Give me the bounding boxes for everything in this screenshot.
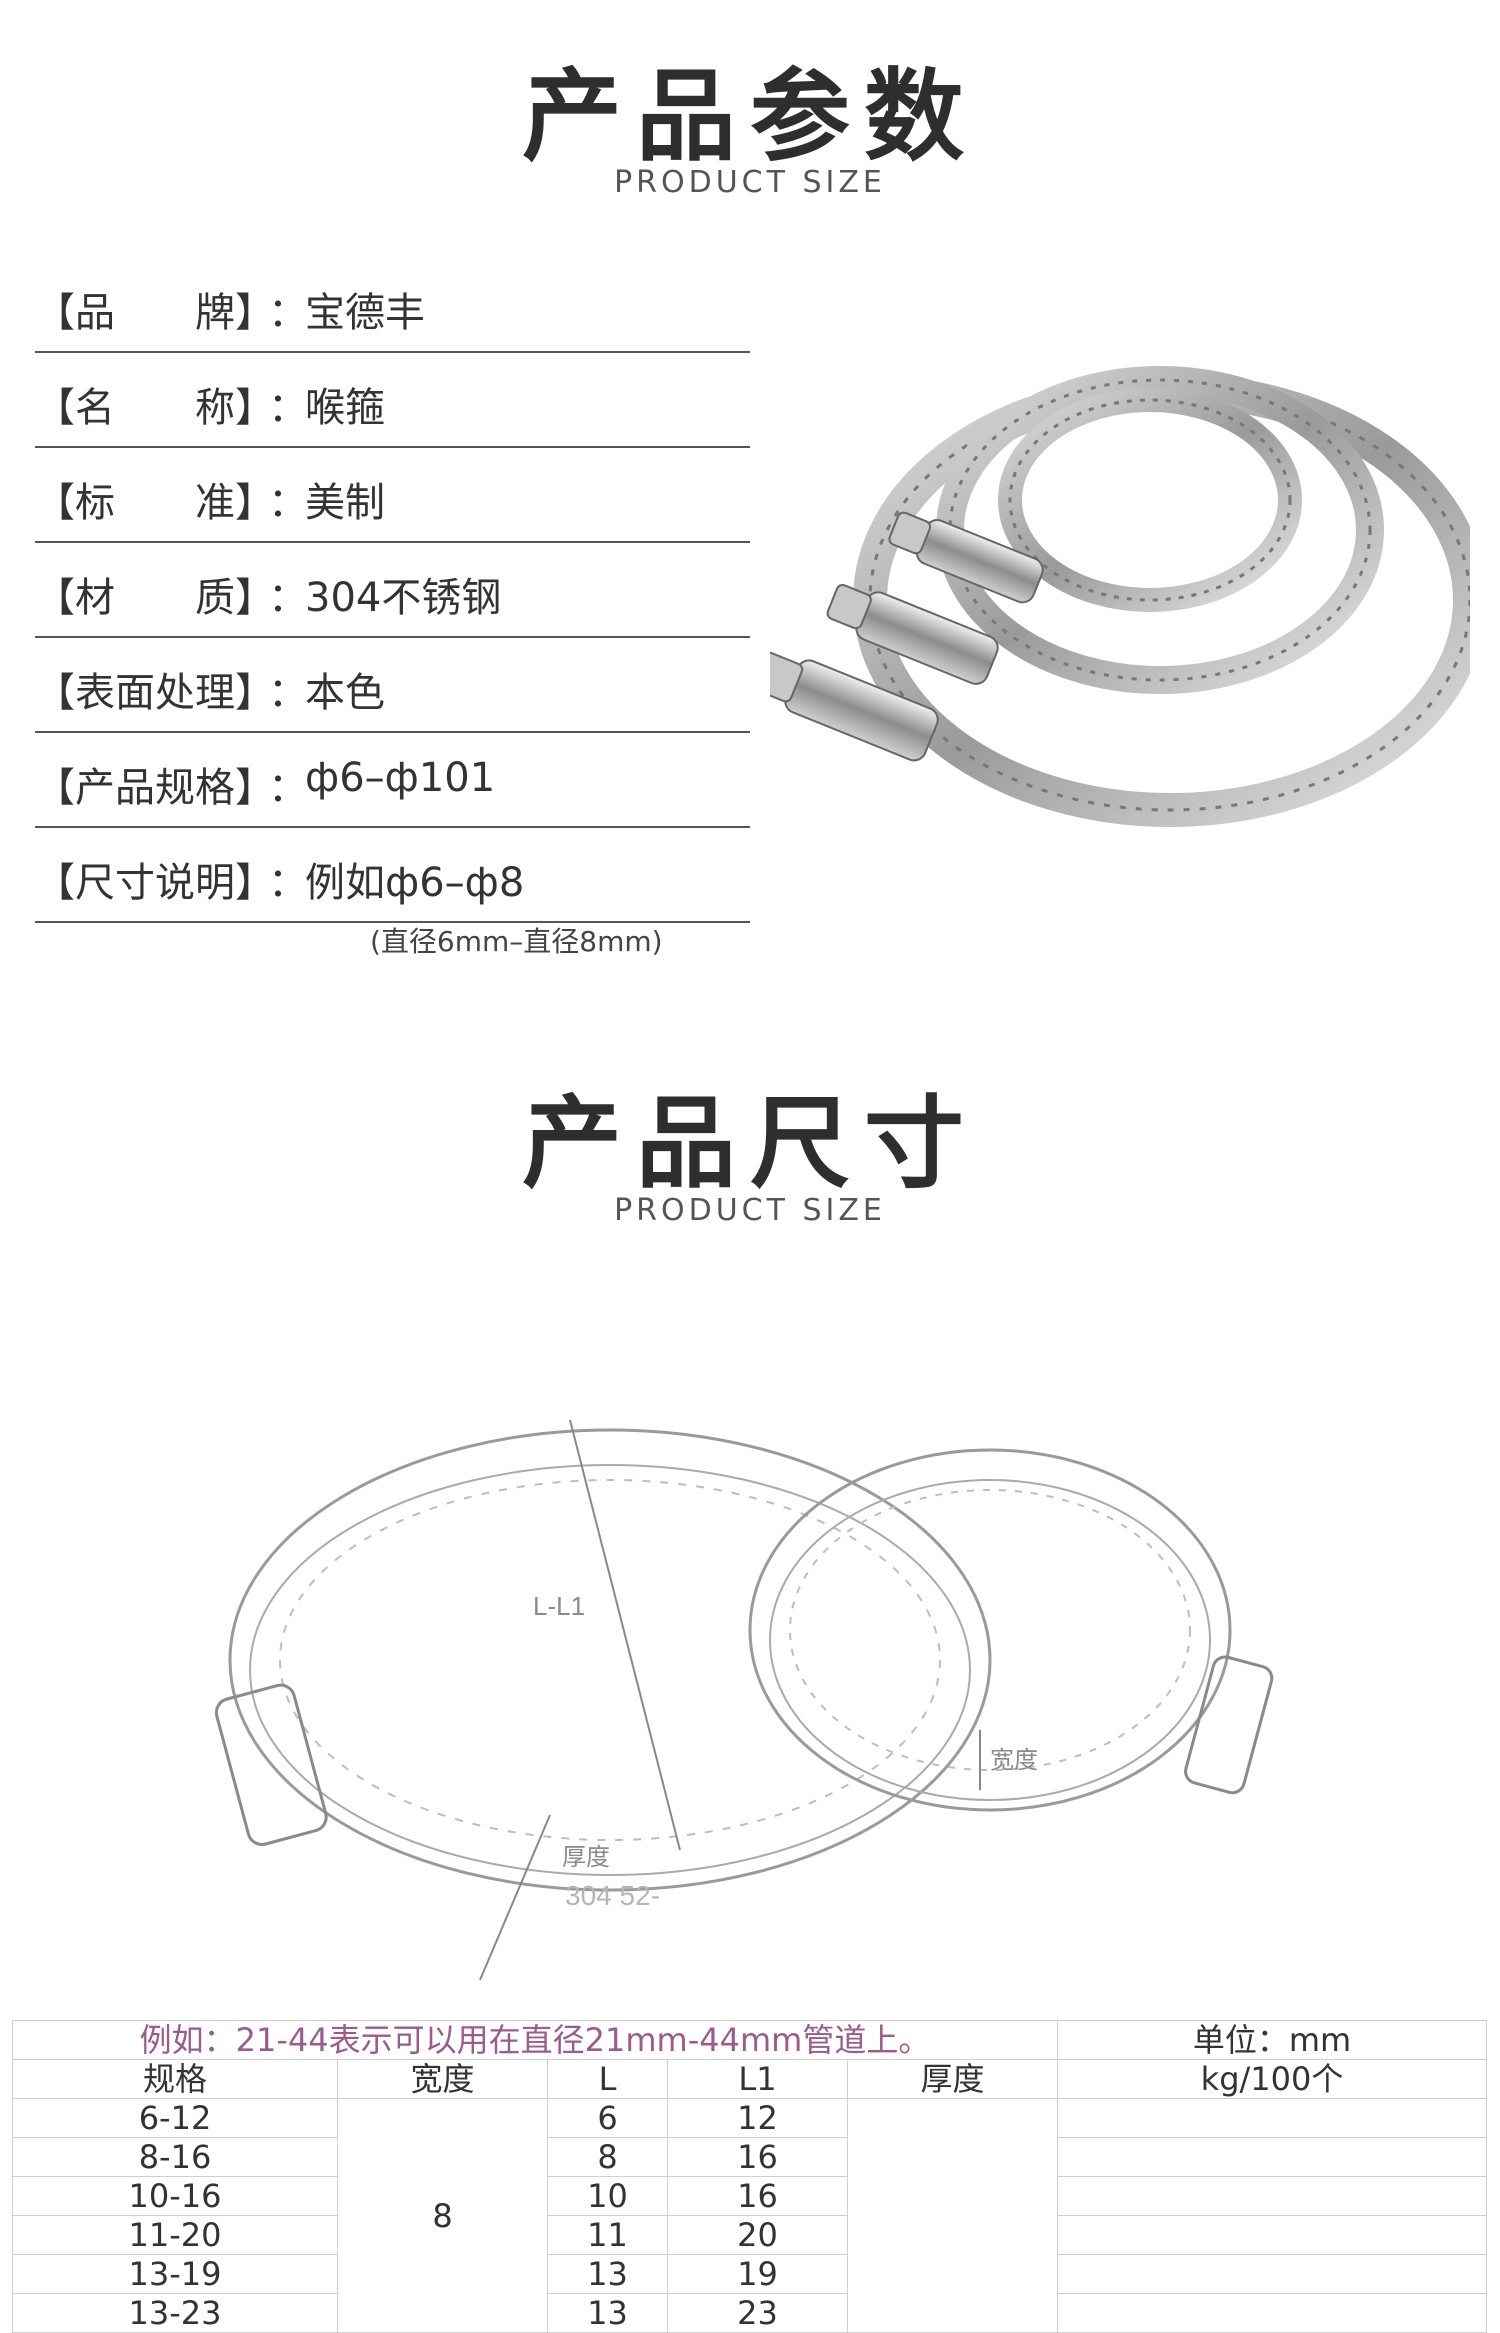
param-value: ф6–ф101 (305, 755, 496, 801)
param-row: 【标 准】 ： 美制 (35, 448, 750, 543)
section-subtitle-params: PRODUCT SIZE (614, 165, 886, 200)
header-l: L (547, 2059, 668, 2099)
header-spec: 规格 (12, 2059, 338, 2099)
param-colon: ： (268, 765, 308, 811)
cell-l1: 20 (667, 2215, 848, 2255)
header-l1: L1 (667, 2059, 848, 2099)
param-row: 【品 牌】 ： 宝德丰 (35, 258, 750, 353)
param-label: 【材 质】 (35, 575, 275, 621)
param-colon: ： (268, 290, 308, 336)
cell-weight (1057, 2176, 1488, 2216)
param-label: 【标 准】 (35, 480, 275, 526)
cell-spec: 13-19 (12, 2254, 338, 2294)
cell-weight (1057, 2098, 1488, 2138)
table-unit: 单位：mm (1057, 2020, 1488, 2060)
cell-l1: 16 (667, 2137, 848, 2177)
size-note: (直径6mm–直径8mm) (370, 925, 663, 958)
param-value: 喉箍 (305, 385, 385, 431)
length-label: L-L1 (533, 1591, 585, 1621)
table-row: 6-12 8 6 12 (12, 2098, 1488, 2333)
param-label: 【产品规格】 (35, 765, 275, 811)
param-value: 本色 (305, 670, 385, 716)
hose-clamp-photo (770, 366, 1470, 827)
cell-l1: 23 (667, 2293, 848, 2333)
param-colon: ： (268, 575, 308, 621)
cell-l1: 19 (667, 2254, 848, 2294)
table-row: 13-19 13 19 (12, 2254, 1488, 2294)
param-value: 宝德丰 (305, 290, 425, 336)
param-row: 【尺寸说明】 ： 例如ф6–ф8 (35, 828, 750, 923)
cell-l1: 16 (667, 2176, 848, 2216)
cell-l: 11 (547, 2215, 668, 2255)
table-row: 10-16 10 16 (12, 2176, 1488, 2216)
param-label: 【名 称】 (35, 385, 275, 431)
cell-l: 13 (547, 2293, 668, 2333)
cell-width: 8 (337, 2098, 548, 2333)
header-weight: kg/100个 (1057, 2059, 1488, 2099)
table-row: 11-20 11 20 (12, 2215, 1488, 2255)
param-row: 【表面处理】 ： 本色 (35, 638, 750, 733)
cell-l: 10 (547, 2176, 668, 2216)
thickness-label: 厚度 (562, 1843, 610, 1871)
section-subtitle-size: PRODUCT SIZE (614, 1193, 886, 1228)
cell-l: 6 (547, 2098, 668, 2138)
table-header-row: 规格 宽度 L L1 厚度 kg/100个 (12, 2059, 1488, 2099)
params-list: 【品 牌】 ： 宝德丰 【名 称】 ： 喉箍 【标 准】 ： 美制 【材 质】 … (35, 258, 750, 923)
cell-weight (1057, 2137, 1488, 2177)
size-table: 例如：21-44表示可以用在直径21mm-44mm管道上。 单位：mm 规格 宽… (11, 2020, 1488, 2333)
param-colon: ： (268, 670, 308, 716)
table-row: 13-23 13 23 (12, 2293, 1488, 2333)
section-title-size: 产品尺寸 (522, 1085, 978, 1202)
param-label: 【尺寸说明】 (35, 860, 275, 906)
table-caption-row: 例如：21-44表示可以用在直径21mm-44mm管道上。 单位：mm (11, 2020, 1488, 2060)
param-colon: ： (268, 860, 308, 906)
cell-l: 8 (547, 2137, 668, 2177)
cell-weight (1057, 2293, 1488, 2333)
param-value: 304不锈钢 (305, 575, 502, 621)
width-label: 宽度 (990, 1746, 1038, 1774)
band-stamp: 304 52- (565, 1880, 660, 1911)
cell-spec: 11-20 (12, 2215, 338, 2255)
param-row: 【材 质】 ： 304不锈钢 (35, 543, 750, 638)
param-row: 【名 称】 ： 喉箍 (35, 353, 750, 448)
header-thickness: 厚度 (846, 2059, 1059, 2099)
table-example-note: 例如：21-44表示可以用在直径21mm-44mm管道上。 (11, 2020, 1059, 2060)
param-label: 【品 牌】 (35, 290, 275, 336)
param-value: 例如ф6–ф8 (305, 860, 525, 906)
section-title-params: 产品参数 (522, 58, 978, 175)
cell-l1: 12 (667, 2098, 848, 2138)
param-value: 美制 (305, 480, 385, 526)
header-width: 宽度 (337, 2059, 548, 2099)
cell-weight (1057, 2254, 1488, 2294)
param-row: 【产品规格】 ： ф6–ф101 (35, 733, 750, 828)
table-row: 8-16 8 16 (12, 2137, 1488, 2177)
param-label: 【表面处理】 (35, 670, 275, 716)
cell-spec: 6-12 (12, 2098, 338, 2138)
param-colon: ： (268, 480, 308, 526)
cell-thickness (846, 2098, 1059, 2333)
cell-spec: 13-23 (12, 2293, 338, 2333)
param-colon: ： (268, 385, 308, 431)
cell-spec: 8-16 (12, 2137, 338, 2177)
cell-l: 13 (547, 2254, 668, 2294)
cell-weight (1057, 2215, 1488, 2255)
clamp-dimension-diagram: L-L1 厚度 宽度 304 52- (214, 1419, 1274, 1981)
cell-spec: 10-16 (12, 2176, 338, 2216)
